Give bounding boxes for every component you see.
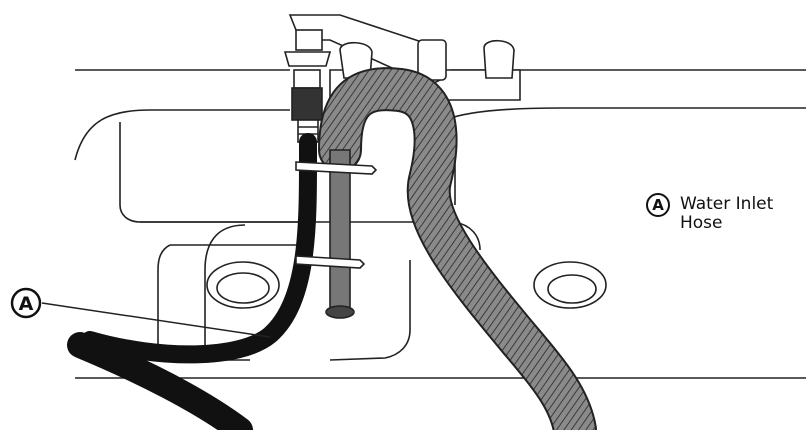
drain-hose — [326, 89, 575, 430]
callout-a-letter: A — [19, 293, 34, 315]
left-drain — [207, 262, 279, 308]
legend: A Water Inlet Hose — [646, 193, 806, 263]
legend-label: Water Inlet Hose — [680, 195, 802, 233]
legend-badge-a: A — [646, 193, 670, 217]
callout-a: A — [12, 289, 270, 337]
water-inlet-hose — [80, 142, 308, 430]
right-drain — [534, 262, 606, 308]
